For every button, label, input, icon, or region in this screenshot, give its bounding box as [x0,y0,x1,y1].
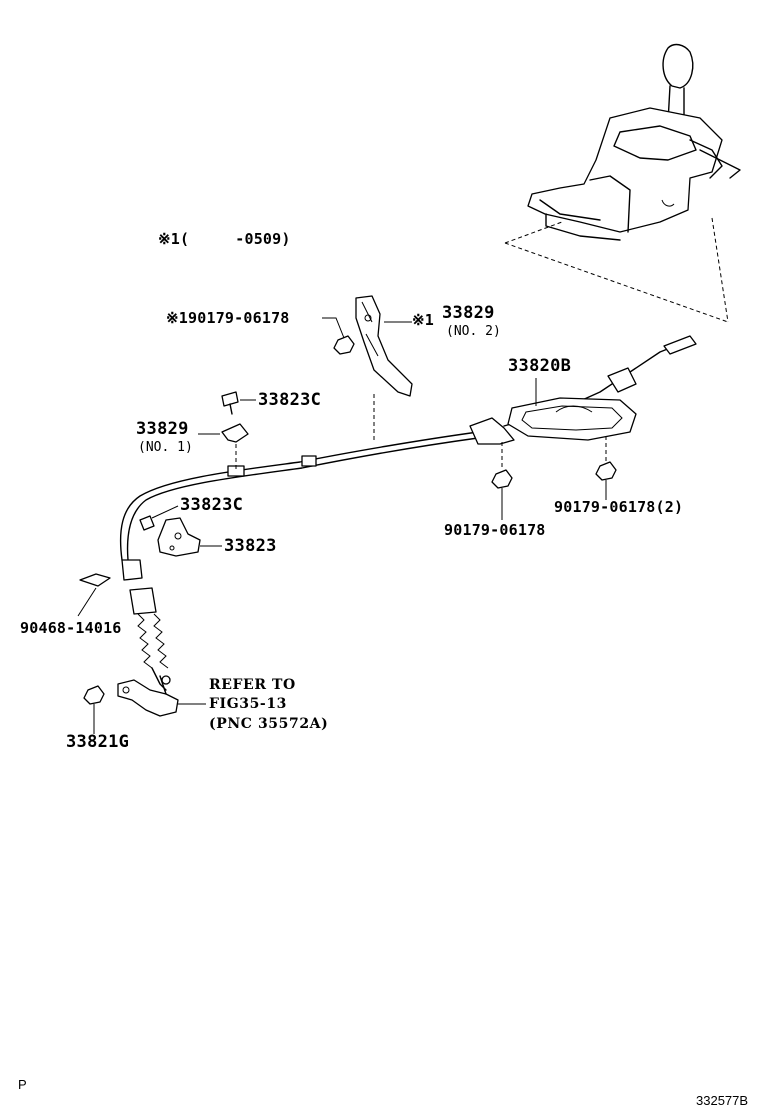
label-90179-center: 90179-06178 [444,521,546,539]
nut-center [491,469,513,489]
note-range: -0509) [235,230,291,248]
note-mark: ※1 [158,230,180,248]
label-90179-right: 90179-06178(2) [554,498,684,516]
label-33829-no2-sub: (NO. 2) [446,324,501,339]
cable-clip-b [301,455,317,467]
refer-line1: REFER TO [209,677,296,693]
label-33829-no2-code: 33829 [442,303,495,323]
leader-90468 [77,587,97,617]
label-90179-top-code: 90179-06178 [188,309,290,327]
nut-33821g [83,685,105,705]
shift-cable-inner [126,437,479,561]
bolt-33823c-lower [139,515,155,531]
refer-line2: FIG35-13 [209,696,288,712]
leader-33823c-lower [151,505,179,519]
bracket-33823 [157,517,201,557]
note-open: ( [180,230,190,248]
nut-top [333,335,355,355]
bolt-33823c-upper [221,391,239,415]
label-33821g: 33821G [66,732,130,752]
label-33820b: 33820B [508,356,572,376]
label-33823c-upper: 33823C [258,390,322,410]
label-90179-top: ※190179-06178 [166,311,290,326]
label-33829-no1-sub: (NO. 1) [138,440,193,455]
leader-dashed-lever-right [711,217,729,323]
bracket-no2 [355,295,413,397]
leader-dashed-lever-left [504,221,563,244]
clip-90468 [79,573,111,587]
nut-right [595,461,617,481]
footer-left: P [18,1077,27,1092]
label-33829-no2-mark: ※1 [412,311,434,329]
label-33829-no1-code: 33829 [136,419,189,439]
footer-code: 332577B [696,1093,749,1108]
leader-dashed-lever-bottom [504,242,729,323]
label-33823: 33823 [224,536,277,556]
bracket-no1 [221,423,249,443]
label-90468: 90468-14016 [20,619,122,637]
note-applicability: ※1( -0509) [158,232,291,247]
cable-lower-boot [121,559,171,691]
refer-line3: (PNC 35572A) [209,716,329,732]
label-90179-top-mark: ※1 [166,309,188,327]
label-33823c-lower: 33823C [180,495,244,515]
leader-90179-top [322,317,345,339]
cable-end-fitting [469,335,697,445]
lever-bracket-refer [117,675,179,717]
shift-base-plate [507,397,637,441]
shift-lever-assembly [527,43,741,241]
